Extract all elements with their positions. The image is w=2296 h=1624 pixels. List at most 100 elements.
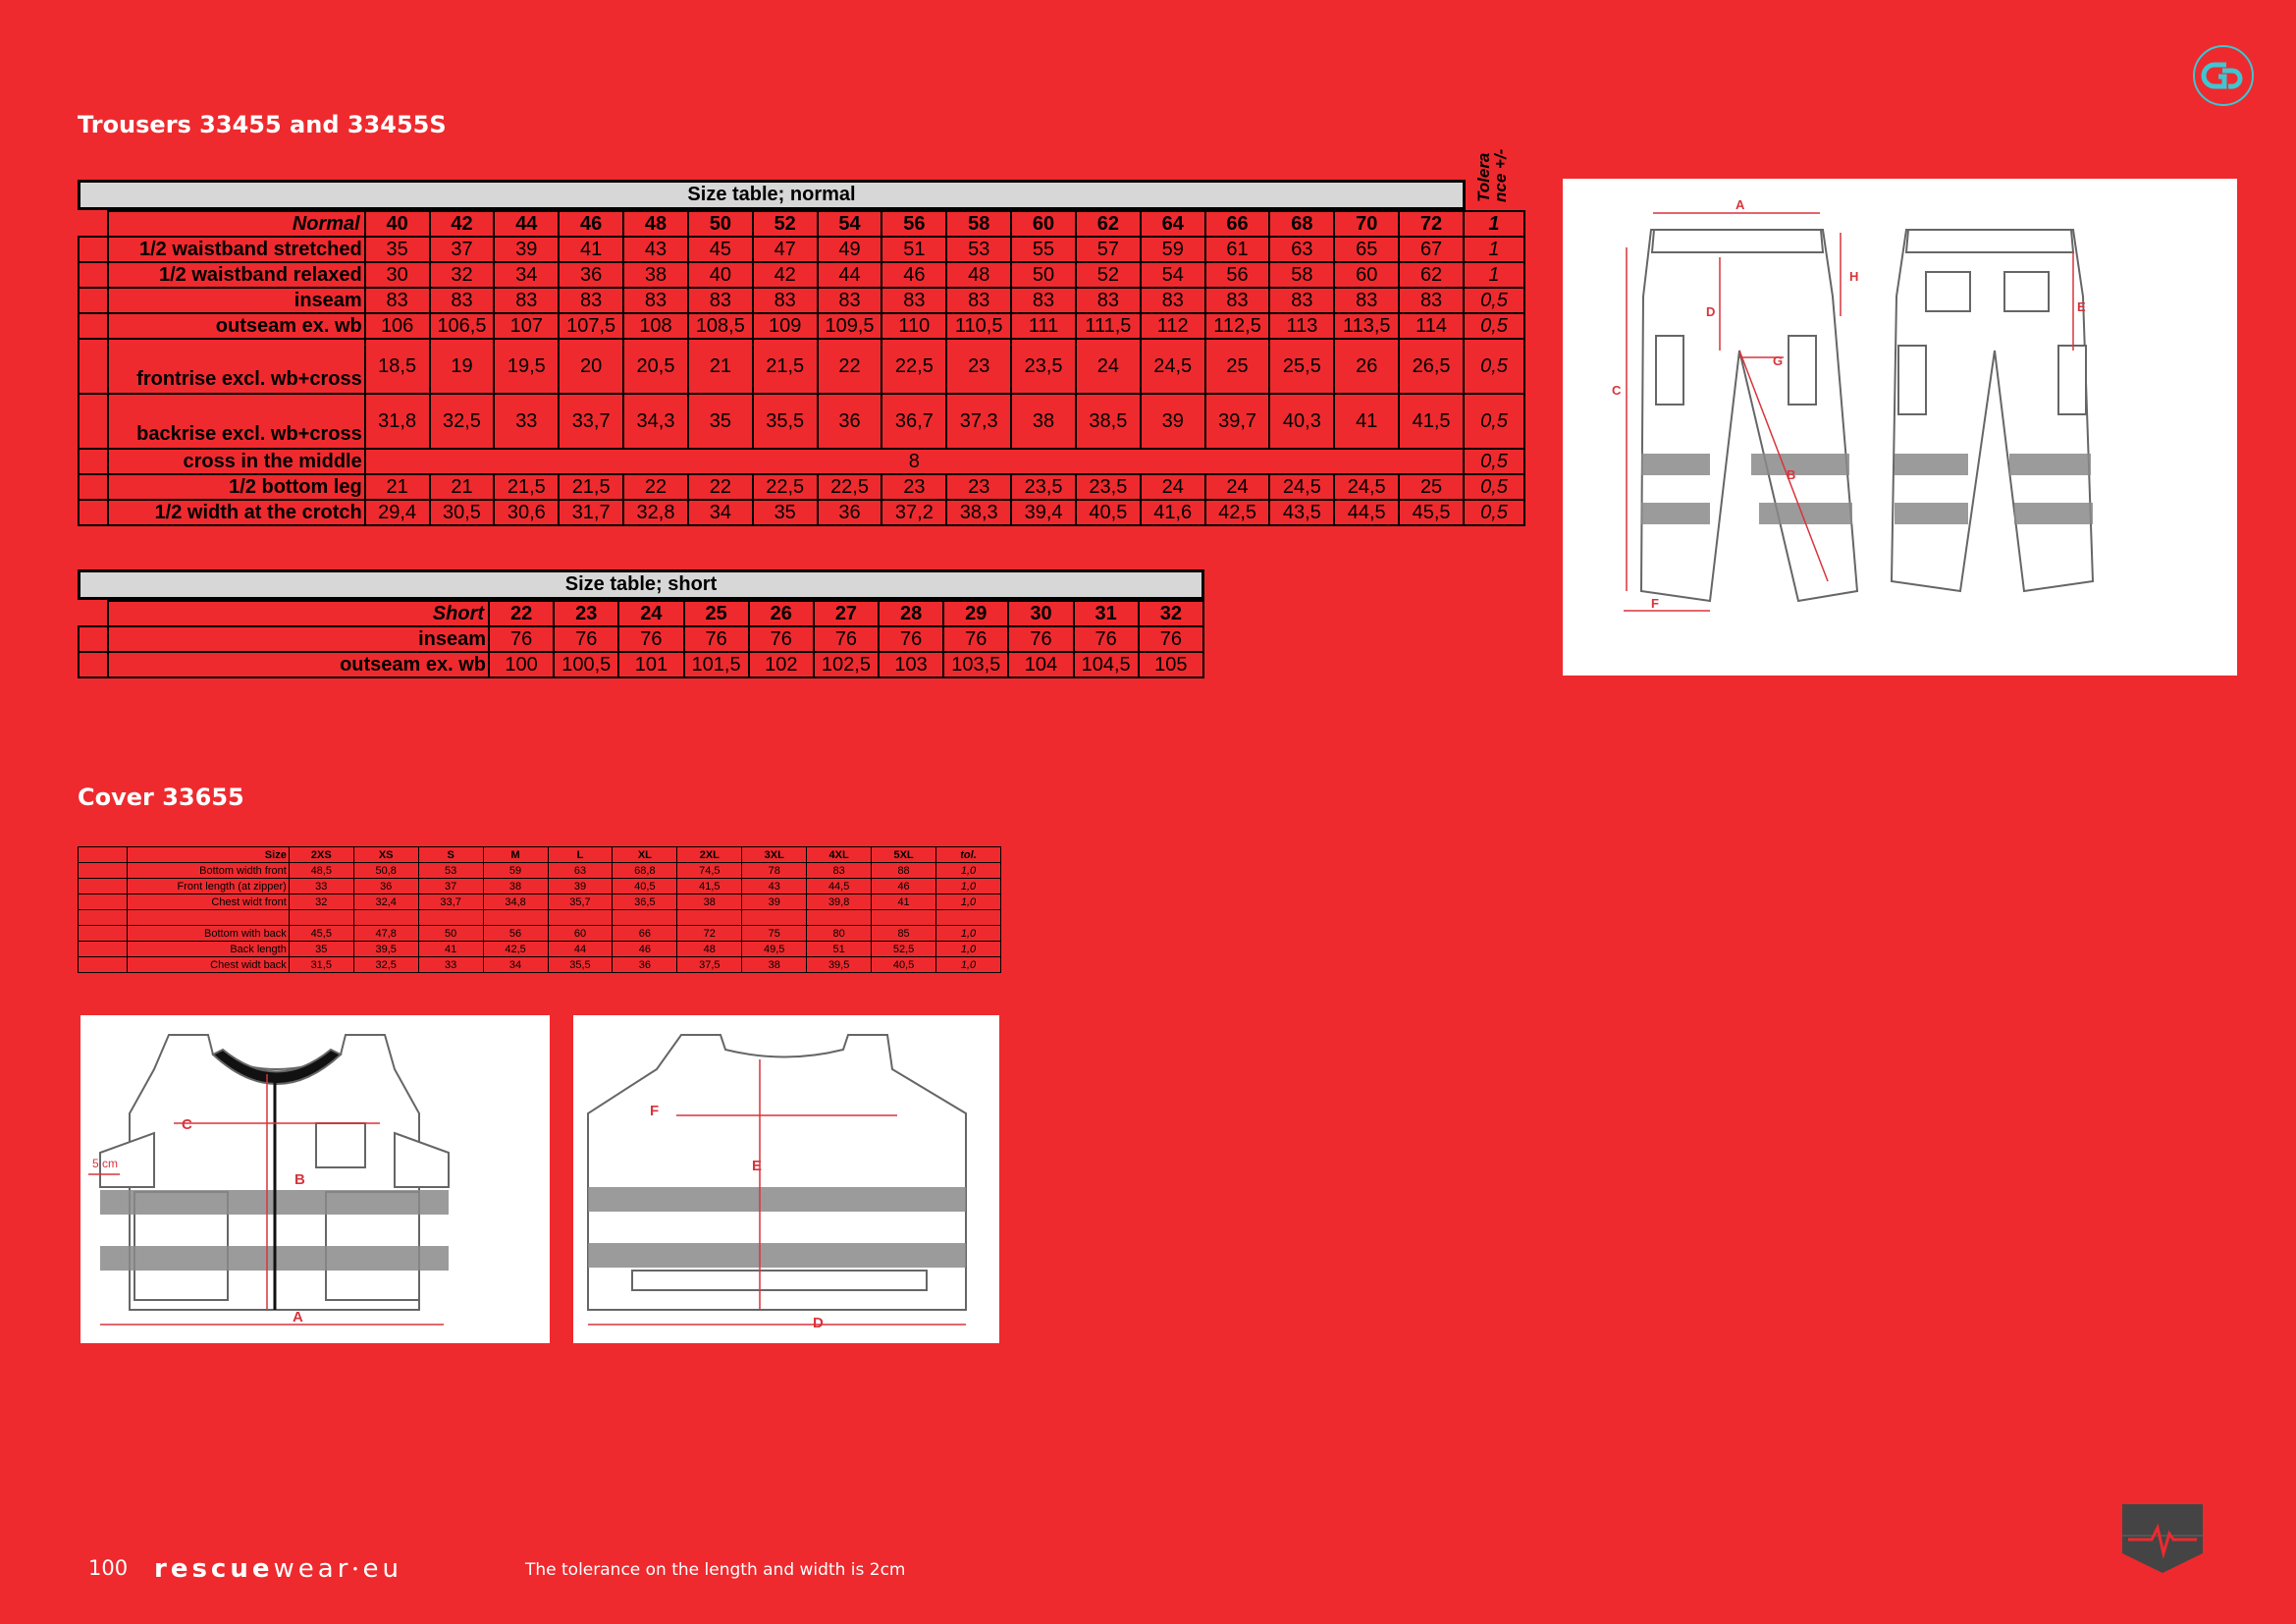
size-header: L xyxy=(547,846,614,863)
tolerance-cell: 1 xyxy=(1462,210,1526,238)
svg-text:E: E xyxy=(752,1158,762,1174)
value-cell: 114 xyxy=(1398,312,1465,340)
value-cell: 83 xyxy=(1203,287,1271,314)
value-cell: 113,5 xyxy=(1333,312,1401,340)
value-cell: 33 xyxy=(288,878,354,894)
value-cell: 38,3 xyxy=(945,499,1013,526)
value-cell: 35,5 xyxy=(751,393,819,450)
value-cell xyxy=(547,909,614,926)
tolerance-cell: 1,0 xyxy=(935,956,1001,973)
value-cell: 37,2 xyxy=(881,499,948,526)
value-cell: 33 xyxy=(417,956,484,973)
value-cell: 35 xyxy=(288,941,354,957)
value-cell: 83 xyxy=(363,287,431,314)
value-cell: 76 xyxy=(1137,625,1205,653)
value-cell: 106,5 xyxy=(428,312,496,340)
row-label: outseam ex. wb xyxy=(106,312,366,340)
value-cell: 49,5 xyxy=(741,941,808,957)
row-marker xyxy=(78,893,128,910)
value-cell: 72 xyxy=(676,925,743,942)
value-cell: 107,5 xyxy=(558,312,625,340)
value-cell: 24 xyxy=(1139,473,1206,501)
value-cell: 35,5 xyxy=(547,956,614,973)
value-cell: 76 xyxy=(553,625,620,653)
value-cell: 36 xyxy=(612,956,678,973)
value-cell: 80 xyxy=(806,925,873,942)
svg-text:B: B xyxy=(1787,467,1795,482)
value-cell: 57 xyxy=(1074,236,1142,263)
value-cell: 101 xyxy=(617,651,685,678)
value-cell xyxy=(871,909,937,926)
value-cell: 83 xyxy=(493,287,561,314)
value-cell: 42,5 xyxy=(482,941,549,957)
tolerance-cell xyxy=(935,909,1001,926)
size-header: 29 xyxy=(942,600,1010,627)
value-cell: 30,5 xyxy=(428,499,496,526)
size-header: 3XL xyxy=(741,846,808,863)
value-cell: 59 xyxy=(1139,236,1206,263)
row-marker xyxy=(78,448,109,475)
row-marker xyxy=(79,601,109,627)
value-cell: 41 xyxy=(1333,393,1401,450)
row-label: Back length xyxy=(126,941,290,957)
value-cell: 45,5 xyxy=(1398,499,1465,526)
size-header: 4XL xyxy=(806,846,873,863)
value-cell: 34 xyxy=(482,956,549,973)
value-cell: 22 xyxy=(622,473,689,501)
value-cell: 38 xyxy=(676,893,743,910)
value-cell: 32,5 xyxy=(352,956,419,973)
row-label: inseam xyxy=(106,287,366,314)
row-label: Bottom with back xyxy=(126,925,290,942)
value-cell: 37 xyxy=(417,878,484,894)
value-cell: 21,5 xyxy=(493,473,561,501)
size-header: XS xyxy=(352,846,419,863)
value-cell: 22,5 xyxy=(881,338,948,395)
brand-rescue: rescue xyxy=(154,1554,274,1584)
value-cell: 45,5 xyxy=(288,925,354,942)
value-cell: 39 xyxy=(1139,393,1206,450)
size-header: 40 xyxy=(363,210,431,238)
value-cell: 102,5 xyxy=(812,651,881,678)
value-cell: 36 xyxy=(816,393,883,450)
value-cell: 101,5 xyxy=(682,651,750,678)
svg-text:C: C xyxy=(182,1116,192,1133)
svg-text:5 cm: 5 cm xyxy=(92,1157,118,1170)
value-cell: 62 xyxy=(1398,261,1465,289)
value-cell: 39,7 xyxy=(1203,393,1271,450)
svg-text:H: H xyxy=(1849,269,1858,284)
value-cell xyxy=(612,909,678,926)
value-cell: 35 xyxy=(751,499,819,526)
value-cell: 35 xyxy=(363,236,431,263)
value-cell: 46 xyxy=(871,878,937,894)
tolerance-header-small: tol. xyxy=(935,846,1001,863)
value-cell: 50 xyxy=(1010,261,1077,289)
short-header-label: Short xyxy=(106,600,491,627)
value-cell: 76 xyxy=(1072,625,1140,653)
value-cell: 25 xyxy=(1398,473,1465,501)
row-label: frontrise excl. wb+cross xyxy=(106,338,366,395)
value-cell: 76 xyxy=(488,625,556,653)
value-cell: 21,5 xyxy=(558,473,625,501)
size-header: 2XS xyxy=(288,846,354,863)
value-cell: 33,7 xyxy=(558,393,625,450)
row-marker xyxy=(78,338,109,395)
value-cell: 108 xyxy=(622,312,689,340)
value-cell: 111 xyxy=(1010,312,1077,340)
value-cell: 32 xyxy=(428,261,496,289)
row-marker xyxy=(78,956,128,973)
size-header: 28 xyxy=(878,600,945,627)
size-header: 54 xyxy=(816,210,883,238)
row-label: 1/2 waistband relaxed xyxy=(106,261,366,289)
value-cell: 19 xyxy=(428,338,496,395)
value-cell: 83 xyxy=(751,287,819,314)
size-header: 2XL xyxy=(676,846,743,863)
value-cell: 46 xyxy=(612,941,678,957)
value-cell: 48 xyxy=(945,261,1013,289)
value-cell: 47,8 xyxy=(352,925,419,942)
